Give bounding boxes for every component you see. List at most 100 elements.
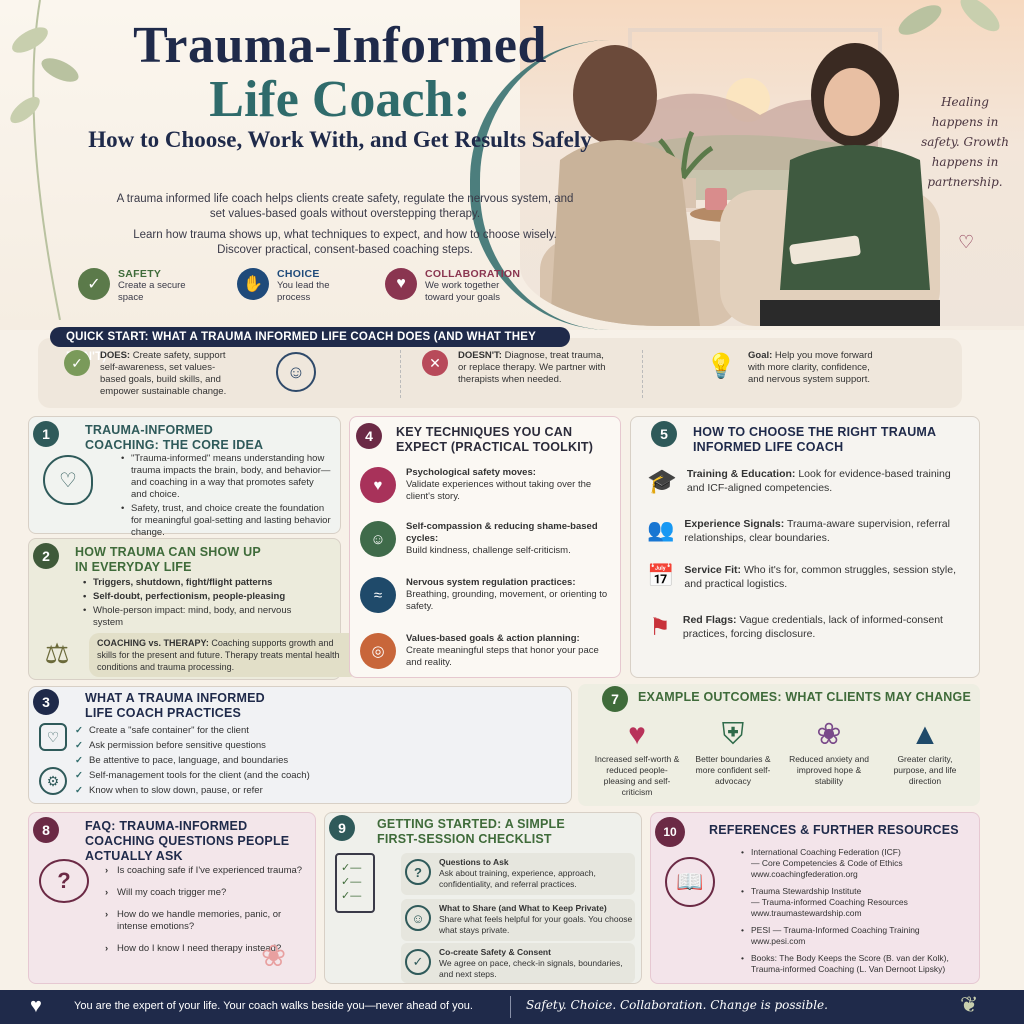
- technique-item: ☺ Self-compassion & reducing shame-based…: [360, 521, 615, 557]
- reference-item: PESI — Trauma-Informed Coaching Training…: [741, 925, 977, 947]
- x-icon: ✕: [422, 350, 448, 376]
- bullet: Self-doubt, perfectionism, people-pleasi…: [83, 591, 313, 603]
- footer-bar: ♥ You are the expert of your life. Your …: [0, 990, 1024, 1024]
- technique-text: Breathing, grounding, movement, or orien…: [406, 589, 608, 612]
- section-7-card: 7 EXAMPLE OUTCOMES: WHAT CLIENTS MAY CHA…: [578, 684, 980, 806]
- shield-icon: ⛨: [721, 718, 745, 751]
- graduation-cap-icon: 🎓: [647, 468, 677, 495]
- choose-title: Red Flags:: [682, 614, 737, 626]
- hand-icon: ✋: [237, 268, 269, 300]
- reference-url[interactable]: www.coachingfederation.org: [751, 869, 858, 879]
- shield-check-icon: ✓: [78, 268, 110, 300]
- person-heart-icon: ☺: [360, 521, 396, 557]
- section-title: EXAMPLE OUTCOMES: WHAT CLIENTS MAY CHANG…: [638, 690, 971, 704]
- pillar-title: COLLABORATION: [425, 268, 521, 280]
- head-gear-icon: ⚙: [39, 767, 67, 795]
- bullet: "Trauma-informed" means understanding ho…: [121, 453, 331, 501]
- pillar-text: You lead the process: [277, 280, 330, 303]
- practice-item: Create a "safe container" for the client: [75, 725, 375, 737]
- divider: [510, 996, 511, 1018]
- outcome-item: ❀ Reduced anxiety and improved hope & st…: [784, 716, 874, 787]
- checklist-title: Co-create Safety & Consent: [439, 947, 551, 957]
- choose-item: ⚑ Red Flags: Vague credentials, lack of …: [647, 613, 967, 642]
- leaf-decoration-icon: [10, 0, 79, 320]
- bullet: Whole-person impact: mind, body, and ner…: [83, 605, 313, 629]
- section-2-card: 2 HOW TRAUMA CAN SHOW UP IN EVERYDAY LIF…: [28, 538, 359, 680]
- technique-title: Psychological safety moves:: [406, 467, 536, 478]
- head-heart-icon: ♡: [43, 455, 93, 505]
- section-title: HOW TO CHOOSE THE RIGHT TRAUMA INFORMED …: [693, 425, 936, 454]
- choose-title: Experience Signals:: [684, 518, 785, 530]
- faq-question: Is coaching safe if I've experienced tra…: [105, 865, 305, 877]
- heart-icon: ♥: [628, 718, 646, 751]
- lightbulb-icon: 💡: [706, 353, 736, 380]
- target-icon: ◎: [360, 633, 396, 669]
- pillar-choice: ✋ CHOICE You lead the process: [237, 268, 357, 312]
- reference-name: Books: The Body Keeps the Score (B. van …: [751, 953, 949, 963]
- section-title: KEY TECHNIQUES YOU CAN EXPECT (PRACTICAL…: [396, 425, 594, 454]
- question-bubble-icon: ?: [39, 859, 89, 903]
- divider: [400, 350, 401, 398]
- outcome-item: ▲ Greater clarity, purpose, and life dir…: [880, 716, 970, 787]
- section-title: GETTING STARTED: A SIMPLE FIRST-SESSION …: [377, 817, 565, 846]
- checklist-text: Ask about training, experience, approach…: [439, 868, 596, 889]
- quick-start-does: ✓ DOES: Create safety, support self-awar…: [64, 350, 264, 398]
- outcome-text: Reduced anxiety and improved hope & stab…: [789, 754, 869, 786]
- doesnt-label: DOESN'T:: [458, 350, 502, 361]
- quick-start-box: [38, 338, 962, 408]
- check-icon: ✓: [64, 350, 90, 376]
- hero-quote: Healing happens in safety. Growth happen…: [921, 95, 1009, 189]
- divider: [642, 350, 643, 398]
- technique-title: Self-compassion & reducing shame-based c…: [406, 521, 598, 544]
- coaching-vs-therapy-note: COACHING vs. THERAPY: Coaching supports …: [89, 633, 359, 677]
- section-5-card: 5 HOW TO CHOOSE THE RIGHT TRAUMA INFORME…: [630, 416, 980, 678]
- section-title: HOW TRAUMA CAN SHOW UP IN EVERYDAY LIFE: [75, 545, 261, 574]
- intro-paragraph-1: A trauma informed life coach helps clien…: [116, 193, 574, 220]
- bullet: Safety, trust, and choice create the fou…: [121, 503, 331, 539]
- heart-icon: ♥: [385, 268, 417, 300]
- quick-start-doesnt: ✕ DOESN'T: Diagnose, treat trauma, or re…: [422, 350, 622, 386]
- section-9-card: 9 GETTING STARTED: A SIMPLE FIRST-SESSIO…: [324, 812, 642, 984]
- note-label: COACHING vs. THERAPY:: [97, 638, 209, 648]
- checklist-text: We agree on pace, check-in signals, boun…: [439, 958, 623, 979]
- reference-item: Books: The Body Keeps the Score (B. van …: [741, 953, 977, 975]
- practice-item: Self-management tools for the client (an…: [75, 770, 375, 782]
- calendar-icon: 📅: [647, 563, 675, 588]
- intro-paragraph-2: Learn how trauma shows up, what techniqu…: [133, 229, 557, 256]
- section-title: FAQ: TRAUMA-INFORMED COACHING QUESTIONS …: [85, 819, 290, 863]
- bullet: Triggers, shutdown, fight/flight pattern…: [83, 577, 313, 589]
- choose-title: Training & Education:: [686, 468, 796, 480]
- reference-url[interactable]: www.pesi.com: [751, 936, 806, 946]
- section-1-card: 1 TRAUMA-INFORMED COACHING: THE CORE IDE…: [28, 416, 341, 538]
- question-icon: ?: [405, 859, 431, 885]
- technique-item: ≈ Nervous system regulation practices:Br…: [360, 577, 615, 613]
- choose-item: 👥 Experience Signals: Trauma-aware super…: [647, 517, 967, 545]
- pillar-title: CHOICE: [277, 268, 320, 280]
- red-flag-icon: ⚑: [649, 614, 671, 641]
- heart-icon: ♥: [360, 467, 396, 503]
- section-title: WHAT A TRAUMA INFORMED LIFE COACH PRACTI…: [85, 691, 265, 720]
- quick-start-goal: 💡 Goal: Help you move forward with more …: [704, 350, 924, 386]
- page-title-line1: Trauma-Informed: [133, 17, 547, 74]
- section-number: 1: [33, 421, 59, 447]
- technique-title: Values-based goals & action planning:: [406, 633, 580, 644]
- section-10-card: 10 REFERENCES & FURTHER RESOURCES 📖 Inte…: [650, 812, 980, 984]
- scales-icon: ⚖: [44, 638, 70, 669]
- waves-icon: ≈: [360, 577, 396, 613]
- section-title: TRAUMA-INFORMED COACHING: THE CORE IDEA: [85, 423, 264, 452]
- pillar-text: We work together toward your goals: [425, 280, 500, 303]
- pillar-text: Create a secure space: [118, 280, 186, 303]
- pillar-collaboration: ♥ COLLABORATION We work together toward …: [385, 268, 525, 312]
- goal-label: Goal:: [748, 350, 773, 361]
- pillar-title: SAFETY: [118, 268, 162, 280]
- heart-icon: ♥: [30, 995, 42, 1017]
- reference-url[interactable]: www.traumastewardship.com: [751, 908, 862, 918]
- choose-item: 📅 Service Fit: Who it's for, common stru…: [647, 563, 967, 591]
- choose-text: Vague credentials, lack of informed-cons…: [682, 614, 943, 640]
- technique-text: Build kindness, challenge self-criticism…: [406, 545, 571, 556]
- section-number: 10: [655, 817, 685, 847]
- outcome-item: ♥ Increased self-worth & reduced people-…: [592, 716, 682, 798]
- open-book-icon: 📖: [665, 857, 715, 907]
- reference-name: International Coaching Federation (ICF): [751, 847, 901, 857]
- choose-item: 🎓 Training & Education: Look for evidenc…: [647, 467, 967, 496]
